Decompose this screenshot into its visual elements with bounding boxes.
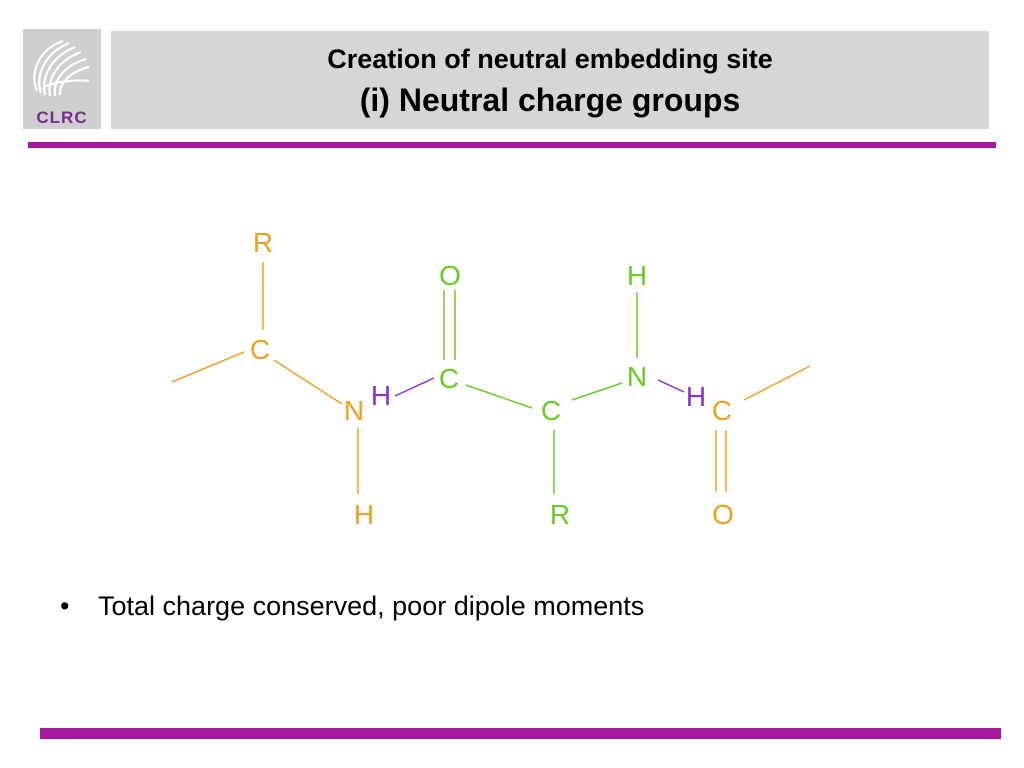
bond-c-left-n-left xyxy=(273,359,343,405)
atom-o-carbonyl2: O xyxy=(712,499,734,530)
bullet-marker: • xyxy=(60,591,70,621)
atom-h-n-left-purple: H xyxy=(371,380,391,411)
bond-methyl-left xyxy=(171,351,245,383)
atom-c-carbonyl2: C xyxy=(712,395,732,426)
slide-title: Creation of neutral embedding site xyxy=(327,44,773,74)
bullet-text: Total charge conserved, poor dipole mome… xyxy=(98,591,645,621)
atom-r-top: R xyxy=(253,227,273,258)
atom-c-carbonyl1: C xyxy=(439,363,459,394)
atom-h-n-left-bottom: H xyxy=(354,499,374,530)
top-divider xyxy=(28,142,996,148)
bullet-item: • Total charge conserved, poor dipole mo… xyxy=(60,590,644,622)
bond-n-left-h-purple xyxy=(394,377,435,397)
atom-n-left: N xyxy=(344,395,364,426)
atom-h-n-right-purple: H xyxy=(686,381,706,412)
bond-c1-c-alpha xyxy=(465,384,533,409)
swoosh-globe-icon xyxy=(33,39,90,97)
clrc-logo: CLRC xyxy=(23,29,101,129)
atom-r-bottom: R xyxy=(550,499,570,530)
atom-o-carbonyl1: O xyxy=(439,260,461,291)
atom-c-left: C xyxy=(250,334,270,365)
bonds xyxy=(171,262,811,494)
atom-h-n-right-top: H xyxy=(627,260,647,291)
logo-text: CLRC xyxy=(36,108,88,127)
bottom-divider xyxy=(40,728,1001,739)
atoms: R C N H H C O C R N H H C O xyxy=(250,227,734,530)
atom-n-right: N xyxy=(627,361,647,392)
slide-subtitle: (i) Neutral charge groups xyxy=(359,82,741,118)
atom-c-alpha: C xyxy=(541,395,561,426)
title-banner: Creation of neutral embedding site (i) N… xyxy=(111,31,989,129)
bond-methyl-right xyxy=(743,365,811,401)
bond-n-right-h-purple xyxy=(657,379,685,393)
bond-c-alpha-n-right xyxy=(571,382,623,401)
